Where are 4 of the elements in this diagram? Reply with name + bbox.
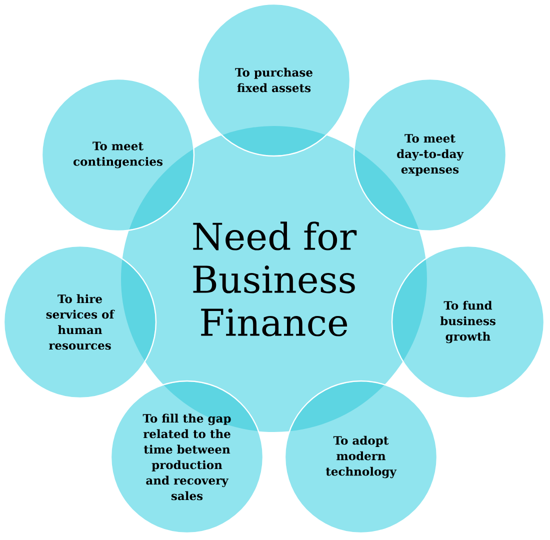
node-label: To fund business growth	[440, 300, 496, 344]
node-label: To hire services of human resources	[46, 294, 115, 350]
node-label: To adopt modern technology	[326, 436, 397, 478]
node-label: To purchase fixed assets	[235, 68, 312, 92]
